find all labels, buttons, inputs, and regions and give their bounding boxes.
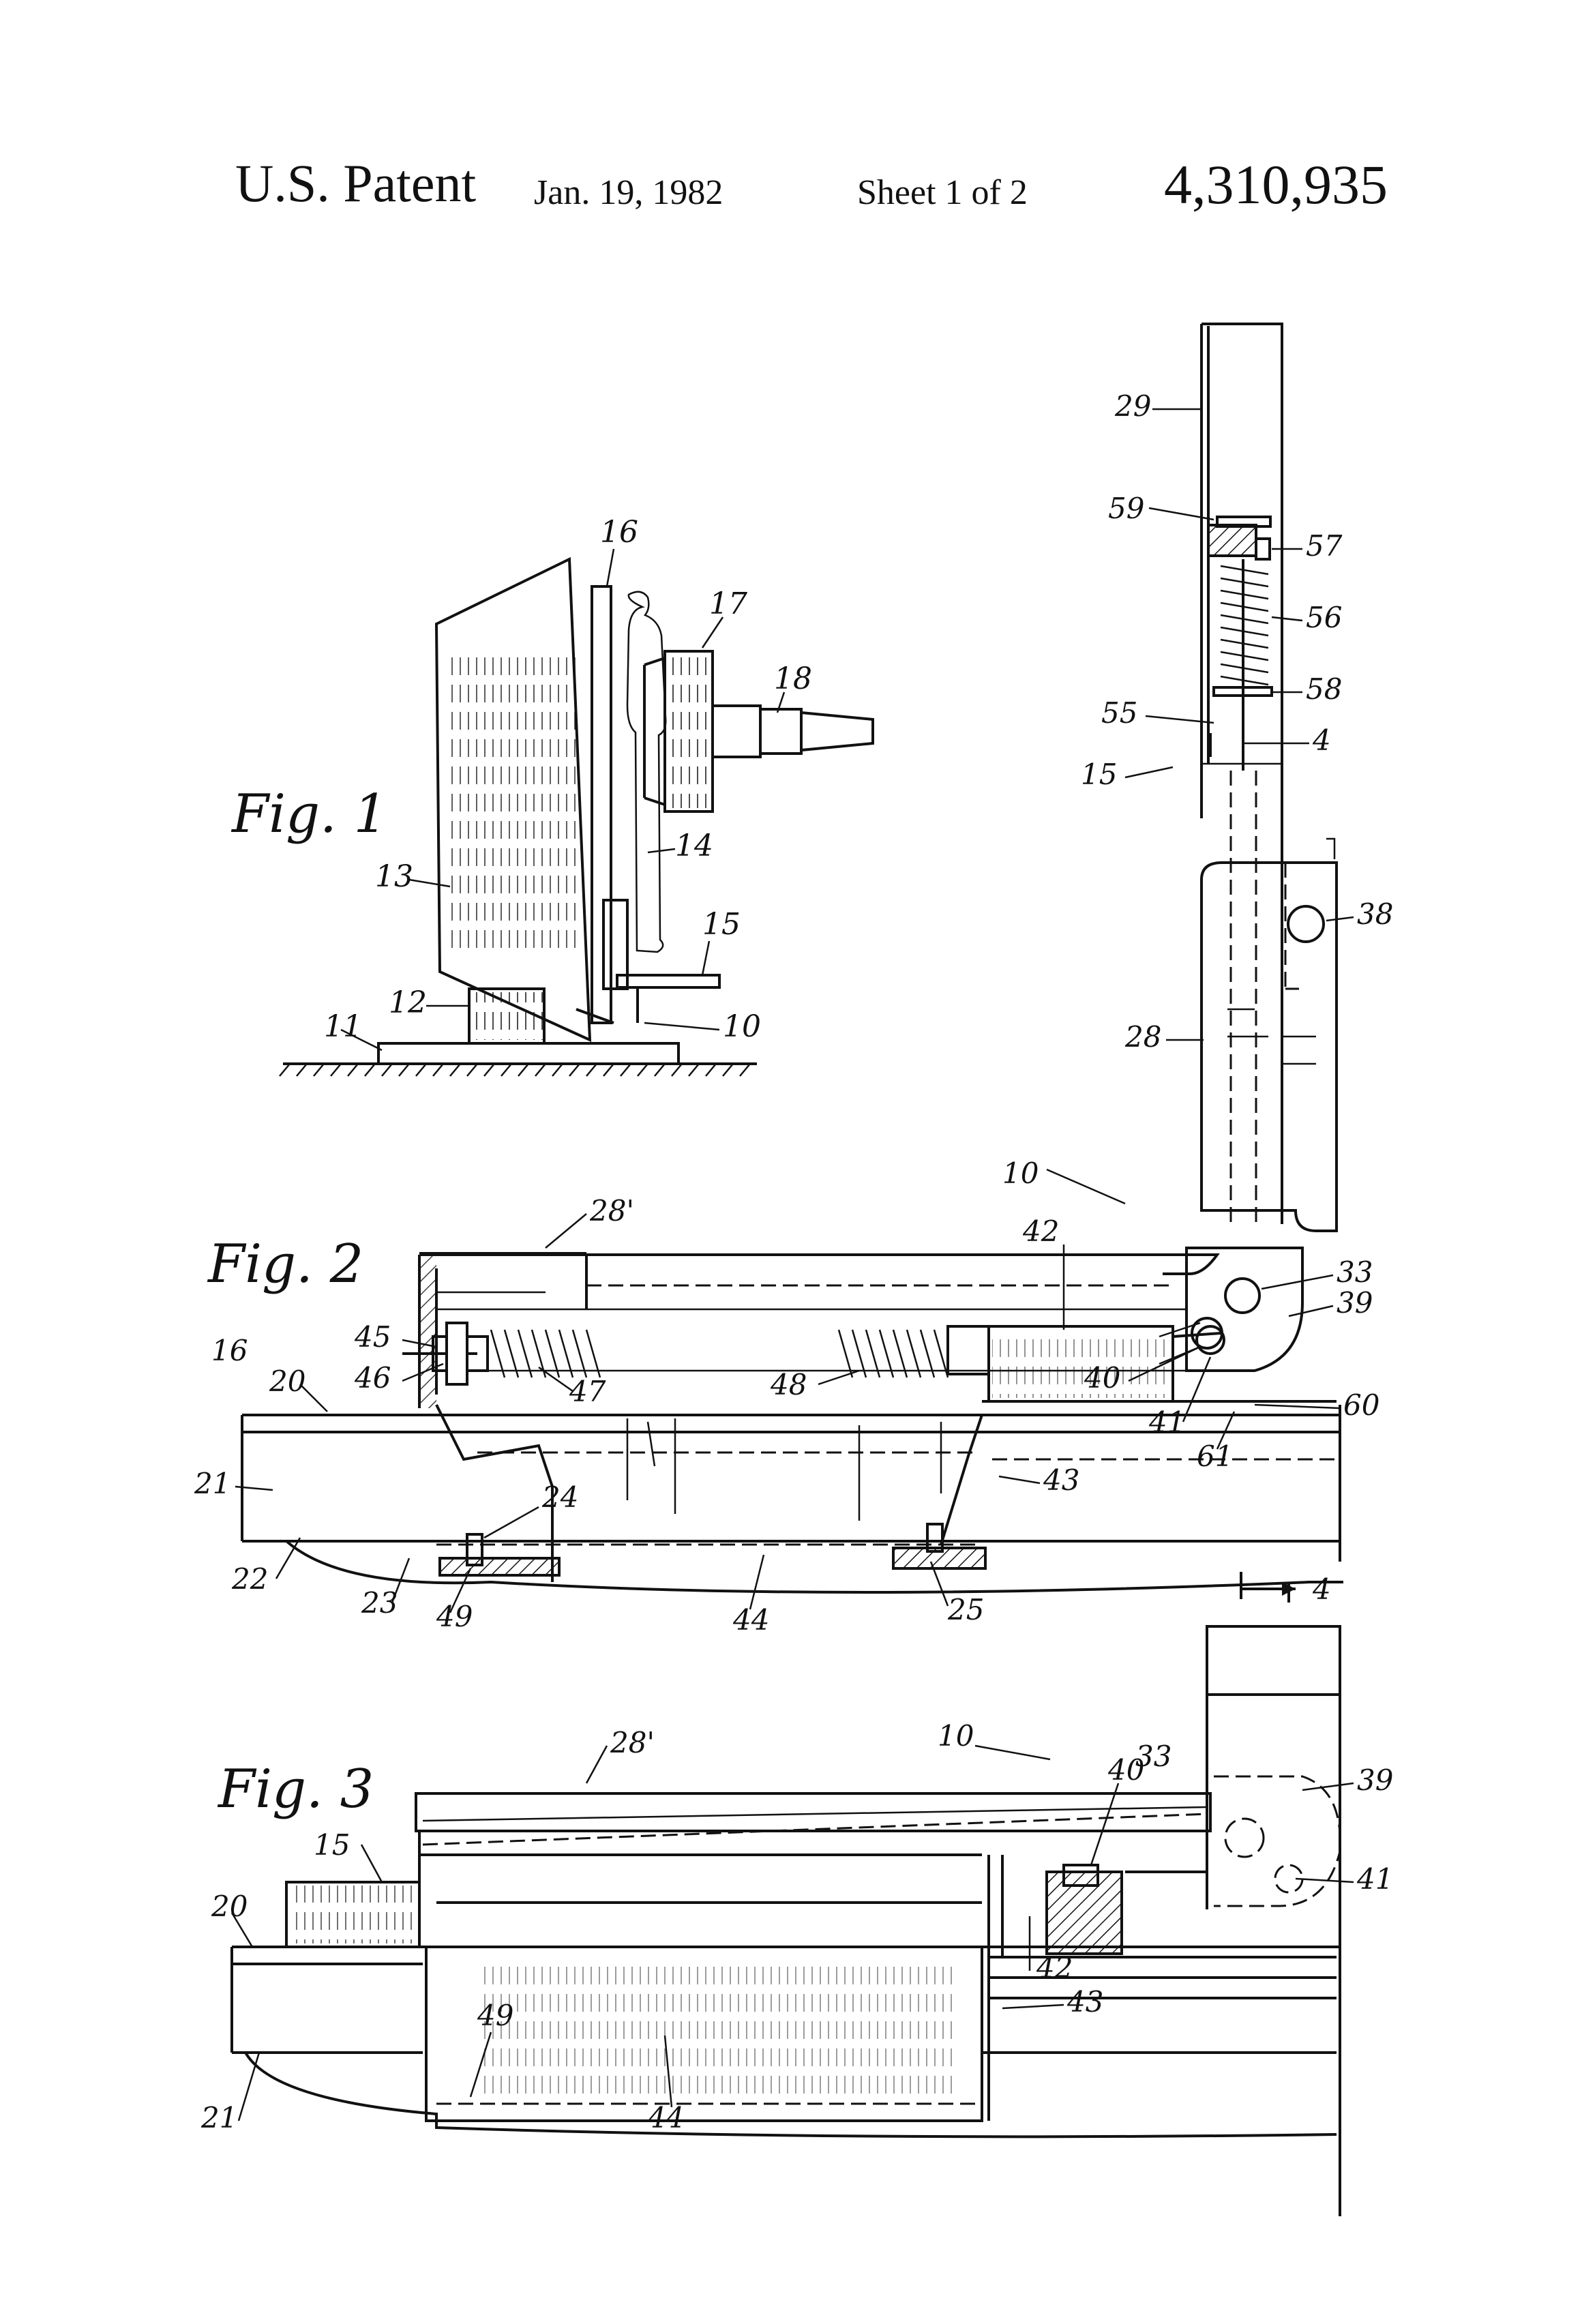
ref-10-fig3: 10: [938, 1719, 974, 1753]
ref-58: 58: [1306, 672, 1342, 706]
ref-49-fig3: 49: [477, 1999, 513, 2032]
ref-24: 24: [541, 1480, 578, 1514]
ref-14: 14: [675, 829, 713, 863]
ref-57: 57: [1306, 529, 1343, 563]
patent-title: U.S. Patent: [235, 153, 477, 213]
ref-23: 23: [361, 1586, 398, 1620]
ref-12: 12: [389, 985, 427, 1020]
ref-10-fig2: 10: [1002, 1157, 1039, 1190]
ref-13: 13: [375, 859, 413, 894]
ref-44-fig3: 44: [647, 2101, 684, 2134]
ref-15: 15: [702, 907, 741, 942]
ref-11: 11: [324, 1009, 362, 1044]
ref-4-top: 4: [1312, 724, 1331, 757]
fig3-drawing: [230, 1625, 1341, 2216]
fig3-label: Fig. 3: [217, 1759, 374, 1820]
fig1-drawing: [279, 556, 874, 1077]
ref-10: 10: [723, 1009, 761, 1044]
ref-42: 42: [1022, 1215, 1059, 1248]
ref-40-fig3: 40: [1107, 1753, 1144, 1787]
ref-17: 17: [709, 586, 747, 621]
sheet-indicator: Sheet 1 of 2: [857, 173, 1028, 212]
ref-46: 46: [354, 1361, 391, 1395]
ref-15-fig3: 15: [314, 1828, 350, 1862]
ref-47: 47: [569, 1375, 606, 1408]
ref-45: 45: [354, 1320, 391, 1354]
ref-28prime: 28': [589, 1194, 634, 1227]
ref-28: 28: [1124, 1020, 1161, 1054]
ref-28prime-fig3: 28': [610, 1726, 655, 1759]
ref-56: 56: [1306, 601, 1342, 634]
ref-41: 41: [1148, 1405, 1185, 1439]
ref-22: 22: [231, 1562, 268, 1596]
ref-16-fig2: 16: [211, 1334, 248, 1367]
ref-48: 48: [770, 1368, 807, 1401]
patent-number: 4,310,935: [1164, 153, 1388, 215]
fig2-label: Fig. 2: [207, 1234, 363, 1295]
ref-18: 18: [774, 661, 812, 696]
ref-15-fig2: 15: [1081, 758, 1117, 791]
ref-43: 43: [1043, 1463, 1079, 1497]
ref-21-fig3: 21: [200, 2101, 237, 2134]
ref-55: 55: [1101, 696, 1137, 730]
ref-43-fig3: 43: [1066, 1985, 1103, 2018]
ref-25: 25: [947, 1593, 984, 1626]
ref-16: 16: [600, 515, 638, 550]
ref-33: 33: [1337, 1255, 1373, 1289]
fig3-ref-numerals: 28' 10 40 33 39 15 20 41 42 49 43 21 44: [200, 1719, 1393, 2134]
ref-39-fig3: 39: [1357, 1763, 1393, 1797]
ref-39: 39: [1337, 1286, 1373, 1320]
fig1-ref-numerals: 16 17 18 13 14 15 12 11 10: [324, 515, 812, 1044]
ref-4-bottom: 4: [1312, 1573, 1331, 1606]
ref-40: 40: [1084, 1361, 1120, 1395]
ref-20: 20: [269, 1365, 305, 1398]
ref-42-fig3: 42: [1036, 1951, 1073, 1984]
ref-41-fig3: 41: [1356, 1862, 1393, 1896]
fig2-ref-numerals: 29 59 57 56 58 55 4 15 38 28 10 28' 42 3…: [194, 389, 1393, 1637]
ref-59: 59: [1108, 492, 1144, 525]
ref-21: 21: [194, 1467, 230, 1500]
ref-38: 38: [1357, 897, 1393, 931]
ref-33-fig3: 33: [1135, 1740, 1171, 1773]
fig1-label: Fig. 1: [230, 784, 387, 845]
patent-date: Jan. 19, 1982: [534, 173, 723, 212]
ref-61: 61: [1197, 1440, 1233, 1473]
ref-29: 29: [1114, 389, 1151, 423]
ref-60: 60: [1343, 1388, 1379, 1422]
fig2-drawing: [241, 323, 1343, 1603]
ref-20-fig3: 20: [211, 1890, 248, 1923]
